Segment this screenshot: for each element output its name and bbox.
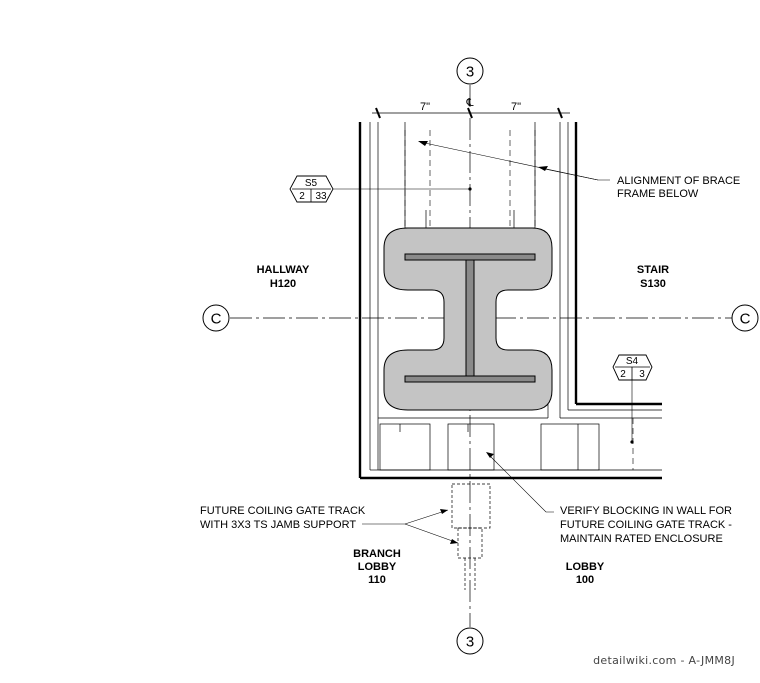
room-label-lobby: LOBBY 100 [566, 561, 605, 586]
svg-text:VERIFY BLOCKING IN WALL FOR: VERIFY BLOCKING IN WALL FOR [560, 505, 732, 517]
svg-text:S4: S4 [626, 356, 639, 367]
svg-text:FUTURE COILING GATE TRACK: FUTURE COILING GATE TRACK [200, 505, 366, 517]
svg-text:C: C [211, 311, 222, 328]
detail-tag-s4: S4 2 3 [612, 354, 653, 381]
detail-tag-s4-dot [630, 440, 634, 444]
grid-bubble-c-left: C [202, 304, 230, 332]
centerline-symbol: ℄ [465, 97, 473, 109]
grid-bubble-3-top: 3 [456, 57, 484, 85]
wall-left [358, 122, 379, 478]
watermark: detailwiki.com - A-JMM8J [593, 654, 735, 667]
steel-column-flange-bottom [404, 375, 536, 383]
room-label-hallway: HALLWAY H120 [257, 264, 310, 290]
note-alignment-leaders [419, 141, 610, 181]
svg-text:LOBBY: LOBBY [566, 561, 605, 573]
svg-text:STAIR: STAIR [637, 264, 669, 276]
room-label-branch-lobby: BRANCH LOBBY 110 [353, 548, 401, 586]
coiling-gate-track [451, 483, 491, 590]
note-blocking: VERIFY BLOCKING IN WALL FOR FUTURE COILI… [560, 505, 732, 545]
svg-text:S5: S5 [305, 178, 318, 189]
leader-arrow-5 [486, 452, 494, 458]
detail-tag-s5-dot [468, 187, 472, 191]
svg-text:HALLWAY: HALLWAY [257, 264, 310, 276]
dimension-left: 7" [420, 101, 430, 113]
svg-text:S130: S130 [640, 278, 666, 290]
leader-arrow-1 [418, 141, 428, 146]
grid-bubble-3-bottom: 3 [456, 627, 484, 655]
svg-text:3: 3 [466, 634, 474, 651]
svg-text:2: 2 [620, 369, 626, 380]
steel-column-web [465, 259, 475, 377]
wall-stair-return [560, 402, 662, 419]
detail-tag-s5: S5 2 33 [289, 175, 334, 203]
wall-blocking-studs [379, 423, 600, 471]
note-alignment: ALIGNMENT OF BRACE FRAME BELOW [617, 175, 740, 200]
svg-text:LOBBY: LOBBY [358, 561, 397, 573]
note-gate-track-leaders [362, 509, 459, 544]
leader-arrow-2 [538, 166, 548, 171]
svg-text:ALIGNMENT OF BRACE: ALIGNMENT OF BRACE [617, 175, 740, 187]
svg-text:WITH 3X3 TS JAMB SUPPORT: WITH 3X3 TS JAMB SUPPORT [200, 519, 356, 531]
room-label-stair: STAIR S130 [637, 264, 669, 290]
svg-text:3: 3 [639, 369, 645, 380]
note-blocking-leader [487, 453, 554, 513]
svg-text:H120: H120 [270, 278, 296, 290]
svg-text:FUTURE COILING GATE TRACK -: FUTURE COILING GATE TRACK - [560, 519, 732, 531]
svg-text:C: C [740, 311, 751, 328]
svg-text:110: 110 [368, 574, 386, 586]
wall-right [559, 122, 578, 418]
note-gate-track: FUTURE COILING GATE TRACK WITH 3X3 TS JA… [200, 505, 366, 531]
dimension-string [372, 107, 570, 119]
grid-bubble-c-right: C [731, 304, 759, 332]
svg-text:MAINTAIN RATED ENCLOSURE: MAINTAIN RATED ENCLOSURE [560, 533, 723, 545]
svg-text:2: 2 [299, 191, 305, 202]
svg-text:FRAME BELOW: FRAME BELOW [617, 188, 699, 200]
brace-frame-alignment [404, 130, 536, 228]
leader-arrow-3 [440, 509, 448, 514]
svg-text:33: 33 [315, 191, 327, 202]
leader-arrow-4 [450, 539, 458, 544]
svg-text:BRANCH: BRANCH [353, 548, 401, 560]
wall-bottom [360, 403, 662, 480]
dimension-right: 7" [511, 101, 521, 113]
svg-text:3: 3 [466, 64, 474, 81]
steel-column-flange-top [404, 253, 536, 261]
svg-text:100: 100 [576, 574, 594, 586]
